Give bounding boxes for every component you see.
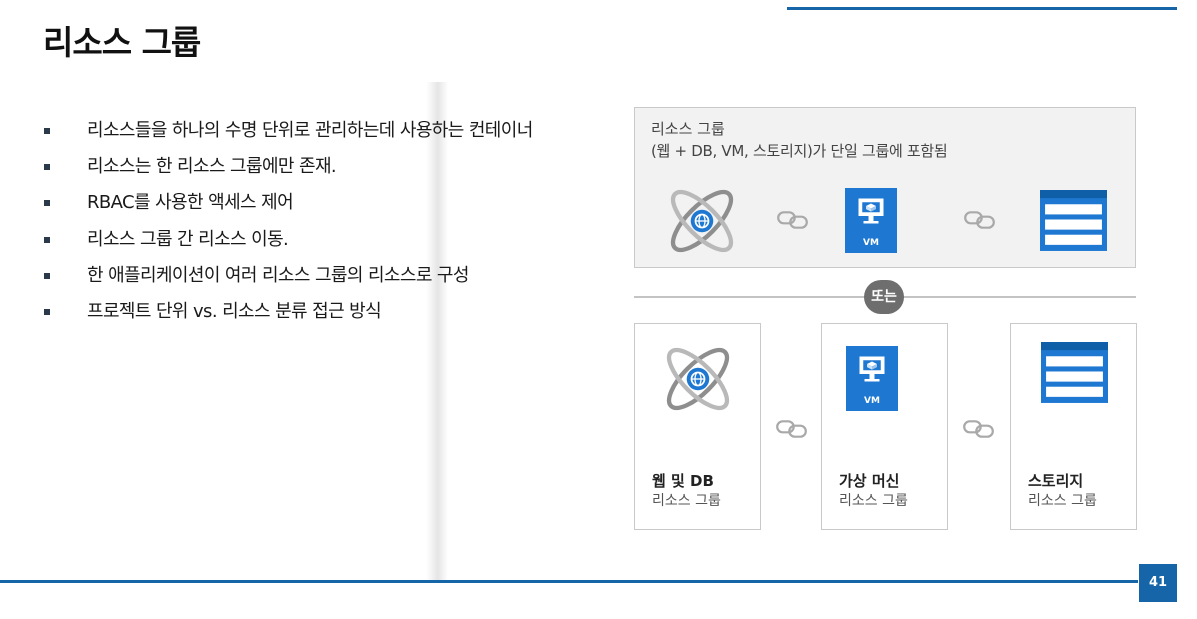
bullet-text: RBAC를 사용한 액세스 제어 bbox=[87, 192, 294, 214]
link-icon bbox=[962, 418, 995, 440]
group-name: 웹 및 DB bbox=[652, 472, 714, 490]
bullet-text: 리소스는 한 리소스 그룹에만 존재. bbox=[87, 156, 337, 178]
link-icon bbox=[963, 209, 996, 231]
group-name: 스토리지 bbox=[1028, 472, 1084, 490]
virtual-machine-icon: VM bbox=[845, 188, 897, 253]
group-name: 가상 머신 bbox=[839, 472, 900, 490]
top-accent-rule bbox=[787, 7, 1177, 10]
single-resource-group-panel: 리소스 그룹 (웹 + DB, VM, 스토리지)가 단일 그룹에 포함됨 VM bbox=[634, 107, 1136, 268]
bullet-item: 리소스 그룹 간 리소스 이동. bbox=[44, 227, 533, 263]
web-app-icon bbox=[663, 182, 741, 260]
virtual-machine-icon: VM bbox=[846, 346, 898, 411]
or-badge: 또는 bbox=[864, 280, 904, 314]
link-icon bbox=[776, 209, 809, 231]
bullet-list: 리소스들을 하나의 수명 단위로 관리하는데 사용하는 컨테이너 리소스는 한 … bbox=[44, 118, 533, 335]
bullet-marker bbox=[44, 236, 50, 243]
bullet-item: RBAC를 사용한 액세스 제어 bbox=[44, 190, 533, 226]
bullet-item: 리소스들을 하나의 수명 단위로 관리하는데 사용하는 컨테이너 bbox=[44, 118, 533, 154]
resource-group-card-storage: 스토리지 리소스 그룹 bbox=[1010, 323, 1137, 530]
bullet-marker bbox=[44, 200, 50, 207]
bullet-text: 리소스들을 하나의 수명 단위로 관리하는데 사용하는 컨테이너 bbox=[87, 120, 533, 141]
single-group-subtitle: (웹 + DB, VM, 스토리지)가 단일 그룹에 포함됨 bbox=[651, 142, 948, 160]
group-subtitle: 리소스 그룹 bbox=[1028, 493, 1097, 509]
bullet-marker bbox=[44, 272, 50, 279]
slide-title: 리소스 그룹 bbox=[43, 23, 201, 62]
bullet-text: 프로젝트 단위 vs. 리소스 분류 접근 방식 bbox=[87, 300, 382, 322]
storage-icon bbox=[1041, 342, 1108, 403]
bullet-item: 리소스는 한 리소스 그룹에만 존재. bbox=[44, 154, 533, 190]
page-number: 41 bbox=[1139, 564, 1177, 602]
storage-icon bbox=[1040, 190, 1107, 251]
bullet-text: 리소스 그룹 간 리소스 이동. bbox=[87, 228, 289, 250]
bullet-item: 프로젝트 단위 vs. 리소스 분류 접근 방식 bbox=[44, 299, 533, 335]
web-app-icon bbox=[659, 340, 737, 418]
bullet-item: 한 애플리케이션이 여러 리소스 그룹의 리소스로 구성 bbox=[44, 263, 533, 299]
column-divider bbox=[426, 82, 448, 582]
single-group-title: 리소스 그룹 bbox=[651, 120, 725, 138]
bullet-marker bbox=[44, 308, 50, 315]
monitor-icon bbox=[857, 354, 887, 384]
monitor-icon bbox=[856, 196, 886, 226]
vm-label: VM bbox=[863, 238, 879, 248]
group-subtitle: 리소스 그룹 bbox=[652, 493, 721, 509]
bottom-accent-rule bbox=[0, 580, 1138, 583]
resource-group-card-vm: VM 가상 머신 리소스 그룹 bbox=[821, 323, 948, 530]
link-icon bbox=[775, 418, 808, 440]
bullet-marker bbox=[44, 164, 50, 171]
resource-group-card-web-db: 웹 및 DB 리소스 그룹 bbox=[634, 323, 761, 530]
bullet-text: 한 애플리케이션이 여러 리소스 그룹의 리소스로 구성 bbox=[87, 264, 469, 286]
bullet-marker bbox=[44, 128, 50, 134]
vm-label: VM bbox=[864, 396, 880, 406]
group-subtitle: 리소스 그룹 bbox=[839, 493, 908, 509]
